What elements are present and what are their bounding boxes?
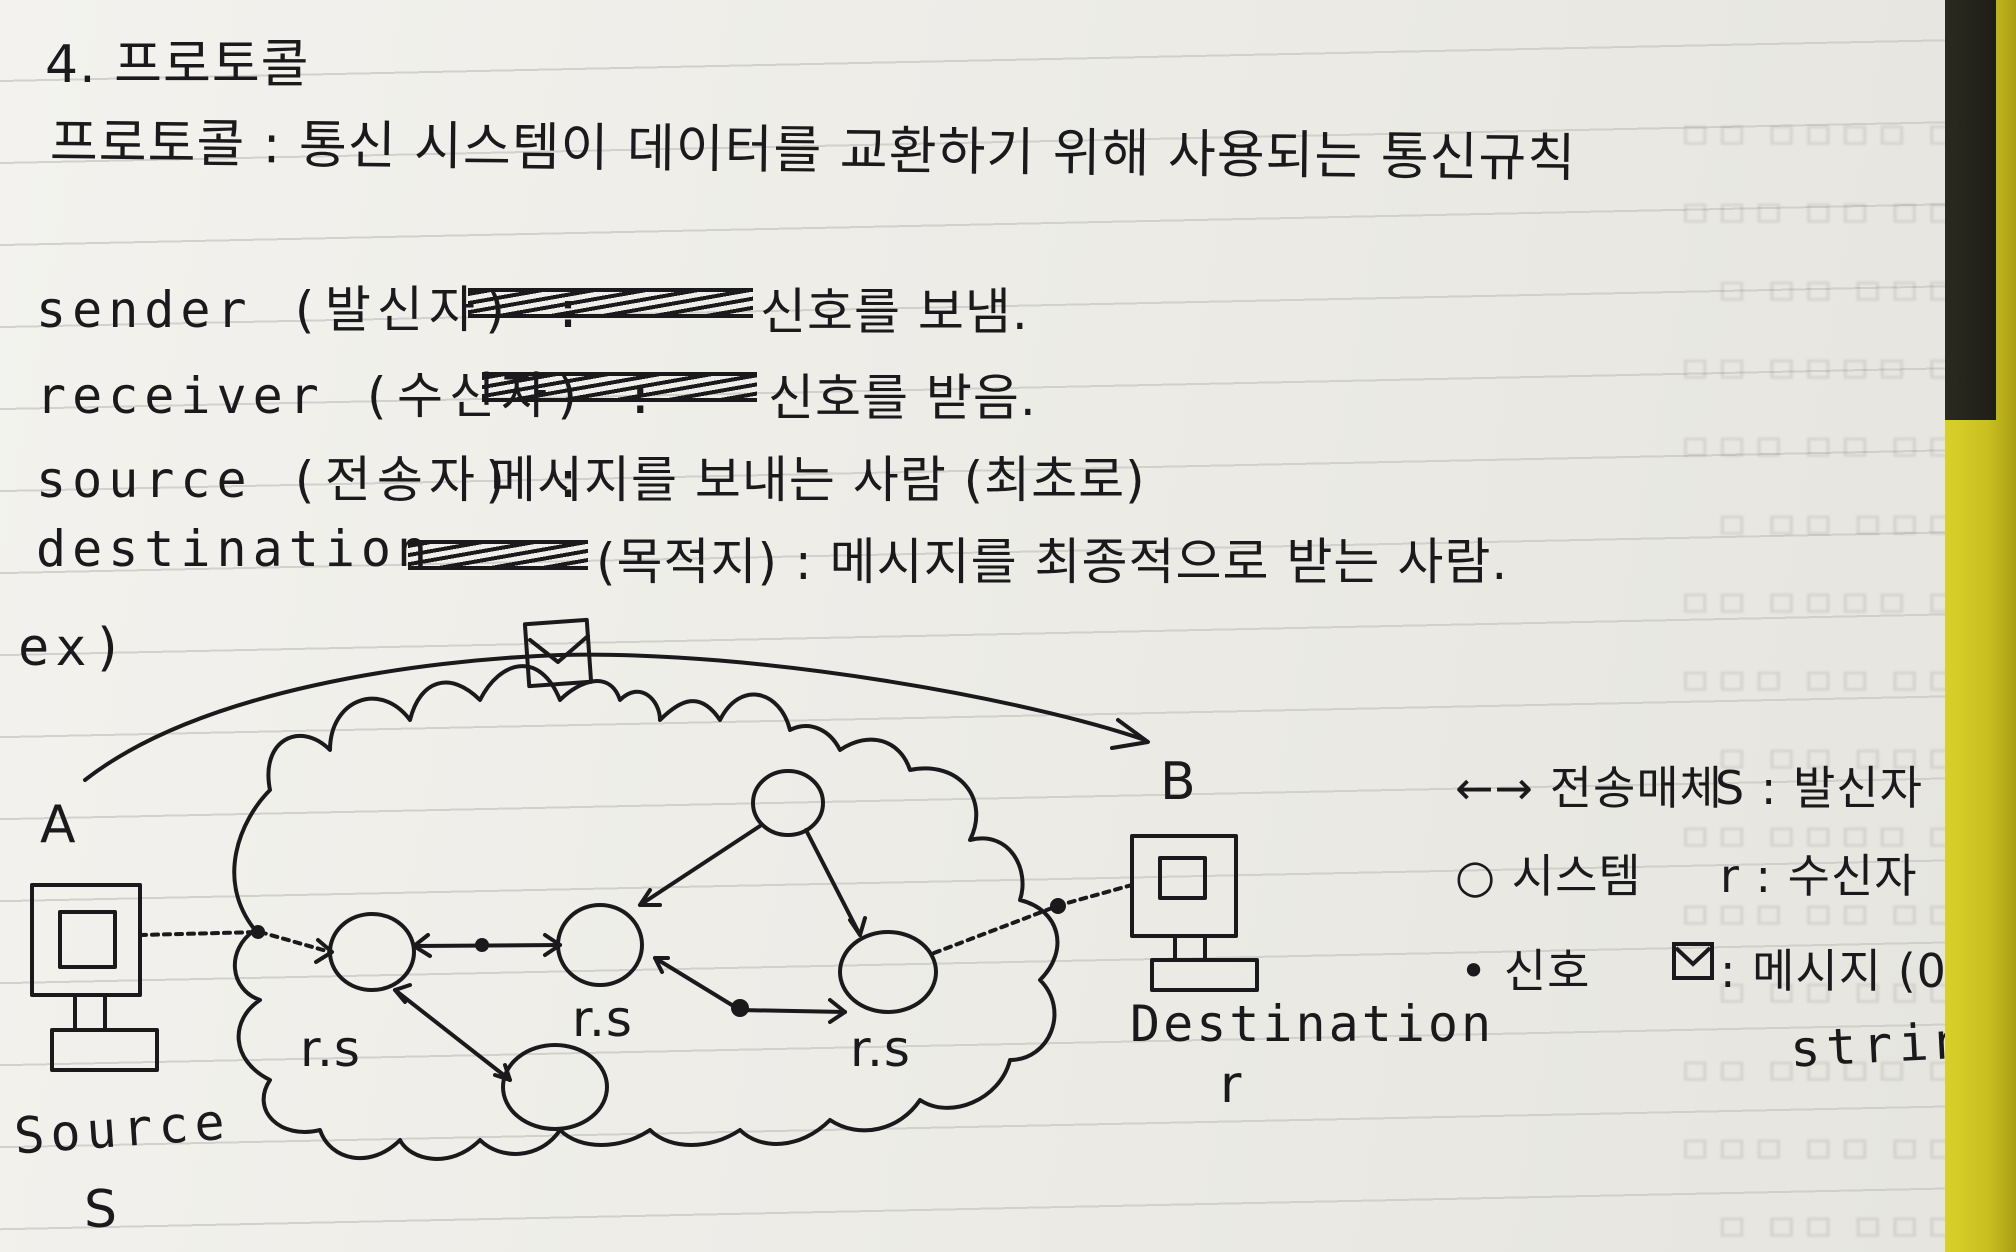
message-arc	[83, 652, 1147, 782]
example-label: ex)	[18, 618, 130, 678]
legend-sender: S : 발신자	[1715, 761, 1923, 815]
legend-envelope-icon	[1672, 942, 1714, 980]
link	[804, 828, 862, 937]
system-node	[501, 1043, 609, 1131]
scratched-out-text	[468, 288, 753, 318]
network-diagram	[30, 617, 1259, 1161]
computer-icon-source	[30, 883, 159, 1072]
router-label: r.s	[850, 1020, 911, 1078]
envelope-icon	[522, 617, 594, 689]
link	[932, 883, 1134, 955]
signal-dots	[251, 898, 1066, 1017]
desc-destination: (목적지) : 메시지를 최종적으로 받는 사람.	[596, 533, 1509, 591]
legend-signal: • 신호	[1460, 944, 1591, 998]
desc-source: 메시지를 보내는 사람 (최초로)	[490, 451, 1146, 509]
desc-receiver: 신호를 받음.	[768, 369, 1037, 427]
legend-system: ○ 시스템	[1455, 849, 1642, 903]
router-label: r.s	[300, 1020, 361, 1078]
system-node	[838, 930, 938, 1014]
system-node	[751, 769, 825, 837]
system-node	[328, 912, 416, 992]
node-b-label: B	[1160, 752, 1197, 812]
destination-sub-label: r	[1220, 1055, 1243, 1115]
scratched-out-text	[408, 540, 588, 570]
arc-arrowhead	[1110, 718, 1150, 750]
ruled-lines	[0, 0, 1945, 1252]
node-a-label: A	[40, 795, 77, 855]
link	[638, 824, 762, 907]
computer-icon-destination	[1130, 834, 1259, 992]
system-node	[556, 903, 644, 987]
term-destination: destination	[36, 520, 434, 578]
scratched-out-text	[482, 372, 757, 402]
legend-string: string	[1788, 1009, 1945, 1079]
legend-transmission-medium: ←→ 전송매체	[1455, 761, 1723, 815]
router-label: r.s	[572, 990, 633, 1048]
network-cloud	[232, 664, 1060, 1161]
term-source: source (전송자) :	[36, 451, 590, 509]
legend-receiver: r : 수신자	[1720, 849, 1918, 903]
page-title: 4. 프로토콜	[45, 35, 310, 95]
link	[653, 956, 847, 1014]
link	[393, 988, 512, 1082]
desc-sender: 신호를 보냄.	[760, 283, 1029, 341]
background-edge-dark	[1945, 0, 1996, 420]
destination-label: Destination	[1130, 995, 1495, 1053]
link	[138, 930, 332, 954]
source-sub-label: S	[84, 1180, 119, 1240]
legend-message: : 메시지 (0,1)	[1720, 944, 1945, 998]
